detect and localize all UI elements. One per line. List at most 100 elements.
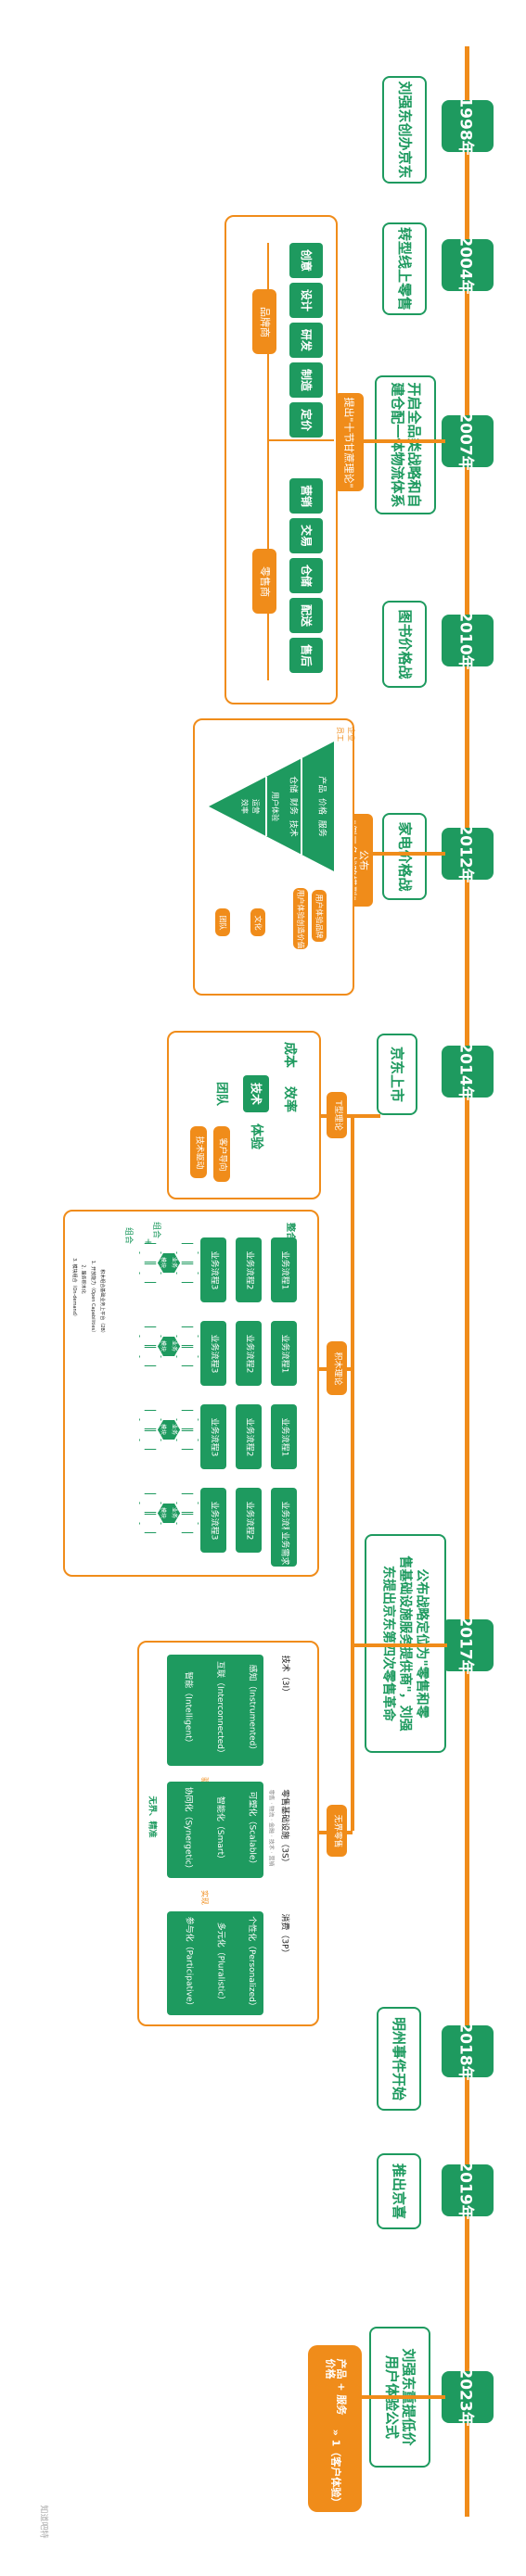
year-badge-2012: 2012年 xyxy=(442,824,494,883)
process-label: 业务流程3 xyxy=(209,1334,219,1373)
blocks-note-4: 3. 模块组合（On-demand） xyxy=(69,1242,80,1335)
team-label: 团队 xyxy=(218,915,227,930)
consumer-box xyxy=(167,1911,263,2015)
credit: 知道吧特 xyxy=(35,2494,54,2549)
infra-item-3: 协同化（Synergetic） xyxy=(180,1785,197,1874)
arrow-label: 实现 xyxy=(200,1890,209,1905)
hex-module xyxy=(158,1420,180,1440)
chain-item-label: 配送 xyxy=(299,603,313,628)
hex-module xyxy=(176,1514,199,1533)
infra-item: 可塑化（Scalable） xyxy=(247,1791,257,1869)
hex-module xyxy=(158,1504,180,1523)
year-label: 2018年 xyxy=(455,2021,475,2082)
connector-2017 xyxy=(380,1643,447,1647)
value-tag-label: 用户体验创造价值 xyxy=(296,889,305,948)
t-core: 技术 xyxy=(243,1075,269,1112)
chain-item-label: 设计 xyxy=(299,288,313,312)
hex-module-text: 业务 模块 xyxy=(156,1249,180,1276)
year-label: 2017年 xyxy=(455,1615,475,1676)
infra-box xyxy=(167,1782,263,1878)
value-tag-label: 用户体验品牌 xyxy=(314,894,324,938)
blocks-side-header2: 组合 xyxy=(119,1222,137,1250)
hex-module xyxy=(176,1326,199,1346)
arrow2-label: 实现 xyxy=(197,1882,212,1913)
hex-module xyxy=(176,1493,199,1513)
chain-item-label: 售后 xyxy=(299,643,313,667)
chain-item: 售后 xyxy=(289,638,323,673)
hex-module xyxy=(139,1493,161,1513)
process-label: 业务流程2 xyxy=(244,1334,254,1373)
demand-label: 业务需求 xyxy=(279,1530,289,1566)
year-badge-2010: 2010年 xyxy=(442,611,494,670)
col2-title-label: 零售基础设施（3S） xyxy=(280,1789,290,1867)
event-label: 图书价格战 xyxy=(396,609,414,679)
process-label: 业务流程2 xyxy=(244,1250,254,1289)
consumer-item: 多元化（Pluralistic） xyxy=(215,1922,225,2005)
event-label: 明州事件开始 xyxy=(391,2016,408,2101)
hex-module-label: 业务 模块 xyxy=(159,1423,177,1436)
demand-box: 业务需求 xyxy=(271,1529,297,1567)
boundless-outcome-label: 无界、精准 xyxy=(147,1796,157,1838)
hex-module-text: 业务 模块 xyxy=(156,1332,180,1360)
connector-2012 xyxy=(362,852,445,856)
chain-item: 交易 xyxy=(289,518,323,553)
col1-title: 技术（3I） xyxy=(275,1648,295,1704)
event-2012: 家电价格战 xyxy=(382,813,427,900)
concept-label: 提出"十节甘蔗理论" xyxy=(342,396,355,489)
tech-item-3: 智能（Intelligent） xyxy=(180,1657,197,1761)
chain-item: 定价 xyxy=(289,402,323,438)
culture-label: 文化 xyxy=(253,915,263,930)
hex-module xyxy=(139,1347,161,1366)
col2-subtitle: 零售 · 物流 · 金融 · 技术 · 营销 xyxy=(263,1782,276,1874)
process-box: 业务流程2 xyxy=(236,1404,262,1469)
chain-item: 设计 xyxy=(289,283,323,318)
chain-item-label: 研发 xyxy=(299,328,313,352)
tech-item: 智能（Intelligent） xyxy=(184,1671,194,1747)
consumer-item: 个性化（Personalized） xyxy=(247,1916,257,2011)
chain-item-label: 定价 xyxy=(299,408,313,432)
t-team-label: 团队 xyxy=(214,1081,229,1107)
process-label: 业务流程2 xyxy=(244,1417,254,1456)
infra-item: 智能化（Smart） xyxy=(215,1796,225,1864)
hex-module-label: 业务 模块 xyxy=(159,1506,177,1519)
hex-module xyxy=(176,1347,199,1366)
bracket-2007 xyxy=(267,243,269,680)
formula-fraction: 产品 + 服务 价格 xyxy=(319,2350,351,2424)
chain-item-label: 营销 xyxy=(299,484,313,508)
process-label: 业务流程1 xyxy=(279,1334,289,1373)
year-label: 1998年 xyxy=(455,95,475,157)
infra-item: 协同化（Synergetic） xyxy=(184,1786,193,1873)
branch-2017 xyxy=(351,1114,354,1831)
col3-title: 消费（3P） xyxy=(275,1908,295,1963)
concept-2014: T型理论 xyxy=(327,1092,347,1138)
concept-label: 积木理论 xyxy=(332,1351,342,1386)
t-cell-label: 成本 xyxy=(282,1042,297,1068)
formula-fraction-label: 产品 + 服务 价格 xyxy=(324,2358,348,2416)
concept-label: T型理论 xyxy=(332,1099,342,1131)
hex-module-label: 业务 模块 xyxy=(159,1256,177,1269)
hex-module xyxy=(176,1430,199,1450)
event-1998: 刘强东创办京东 xyxy=(382,76,427,184)
event-label: 推出京喜 xyxy=(391,2163,408,2220)
t-cell: 成本 xyxy=(278,1038,301,1072)
process-box: 业务流程2 xyxy=(236,1237,262,1302)
hex-module xyxy=(139,1514,161,1533)
event-label: 转型线上零售 xyxy=(396,226,414,311)
year-label: 2023年 xyxy=(455,2367,475,2428)
consumer-item-1: 个性化（Personalized） xyxy=(243,1915,260,2011)
year-label: 2019年 xyxy=(455,2160,475,2221)
hex-module xyxy=(158,1253,180,1273)
blocks-side-label: 组合 xyxy=(122,1226,133,1245)
pyramid-tag-label: 企业 员工 xyxy=(336,727,355,742)
formula-result-label: » 1（客户体验） xyxy=(329,2429,341,2508)
col1-title-label: 技术（3I） xyxy=(280,1655,290,1697)
year-badge-2019: 2019年 xyxy=(442,2161,494,2220)
consumer-item-3: 参与化（Participative） xyxy=(180,1915,197,2011)
pyramid-mid-sub-label: 用户体验 xyxy=(271,792,279,821)
process-label: 业务流程3 xyxy=(209,1417,219,1456)
infra-item-2: 智能化（Smart） xyxy=(212,1785,228,1874)
hex-module xyxy=(176,1263,199,1283)
group-retailer: 零售商 xyxy=(252,549,276,614)
group-brand: 品牌商 xyxy=(252,289,276,354)
